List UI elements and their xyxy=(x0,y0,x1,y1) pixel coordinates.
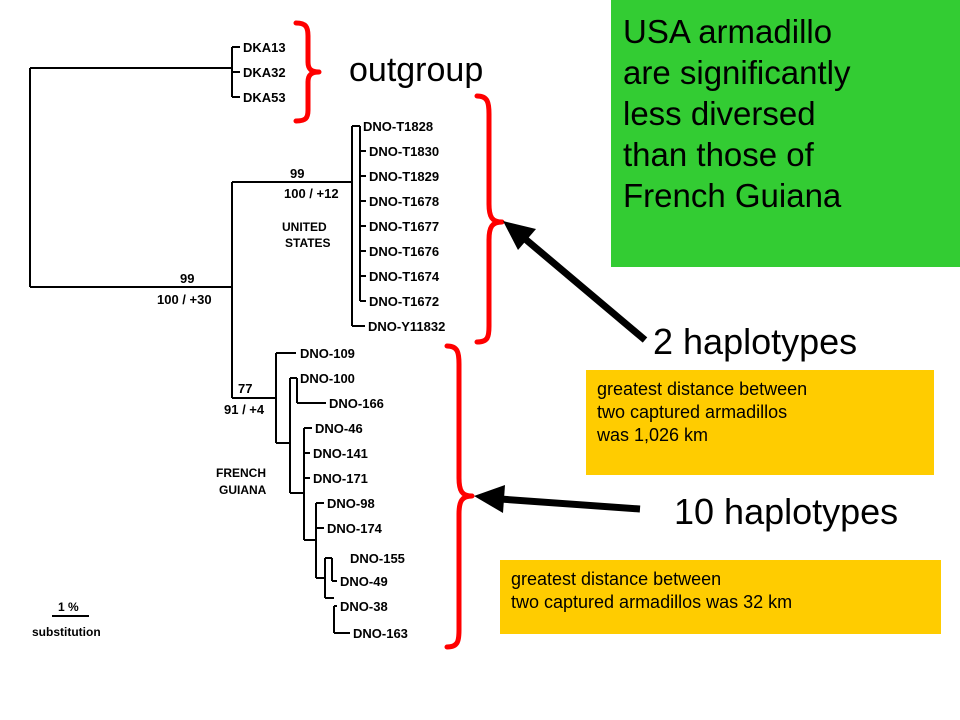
us-group-label-line1: UNITED xyxy=(282,220,327,234)
taxon-label: DNO-141 xyxy=(313,446,368,461)
fg-group-label-line1: FRENCH xyxy=(216,466,266,480)
us-arrow-head xyxy=(503,221,536,250)
outgroup-label: outgroup xyxy=(349,51,484,89)
note-line: two captured armadillos was 32 km xyxy=(511,592,793,612)
us-arrow xyxy=(503,221,648,343)
fg-taxa: DNO-109 DNO-100 DNO-166 DNO-46 DNO-141 D… xyxy=(300,346,408,641)
outgroup-bracket xyxy=(293,20,322,124)
root-support-bottom: 100 / +30 xyxy=(157,292,212,307)
taxon-label: DNO-174 xyxy=(327,521,383,536)
taxon-label: DNO-T1674 xyxy=(369,269,440,284)
fg-bracket xyxy=(444,343,475,650)
fg-distance-note: greatest distance between two captured a… xyxy=(500,560,941,634)
taxon-label: DNO-163 xyxy=(353,626,408,641)
note-line: two captured armadillos xyxy=(597,402,788,422)
us-taxa: DNO-T1828 DNO-T1830 DNO-T1829 DNO-T1678 … xyxy=(363,119,445,334)
taxon-label: DNO-109 xyxy=(300,346,355,361)
scale-label: substitution xyxy=(32,625,101,639)
fg-haplotype-count: 10 haplotypes xyxy=(674,491,899,532)
taxon-label: DNO-T1677 xyxy=(369,219,439,234)
scale-value: 1 % xyxy=(58,600,79,614)
us-support-bottom: 100 / +12 xyxy=(284,186,339,201)
us-support-top: 99 xyxy=(290,166,304,181)
taxon-label: DNO-T1828 xyxy=(363,119,433,134)
note-line: greatest distance between xyxy=(511,569,722,589)
taxon-label: DNO-T1829 xyxy=(369,169,439,184)
us-haplotype-count: 2 haplotypes xyxy=(653,321,858,362)
taxon-label: DKA53 xyxy=(243,90,286,105)
taxon-label: DNO-T1830 xyxy=(369,144,439,159)
conclusion-line: are significantly xyxy=(623,54,851,91)
fg-arrow-head xyxy=(474,485,505,513)
us-bracket xyxy=(474,93,505,345)
taxon-label: DNO-155 xyxy=(350,551,405,566)
taxon-label: DNO-46 xyxy=(315,421,363,436)
taxon-label: DKA32 xyxy=(243,65,286,80)
fg-support-bottom: 91 / +4 xyxy=(224,402,265,417)
root-support-top: 99 xyxy=(180,271,194,286)
us-distance-note: greatest distance between two captured a… xyxy=(586,370,934,475)
taxon-label: DNO-166 xyxy=(329,396,384,411)
taxon-label: DNO-49 xyxy=(340,574,388,589)
tree-branches xyxy=(29,46,366,634)
taxon-label: DNO-171 xyxy=(313,471,368,486)
conclusion-box: USA armadillo are significantly less div… xyxy=(611,0,960,267)
taxon-label: DNO-T1676 xyxy=(369,244,439,259)
conclusion-line: USA armadillo xyxy=(623,13,833,50)
conclusion-line: less diversed xyxy=(623,95,816,132)
conclusion-line: than those of xyxy=(623,136,814,173)
taxon-label: DKA13 xyxy=(243,40,286,55)
taxon-label: DNO-T1678 xyxy=(369,194,439,209)
fg-support-top: 77 xyxy=(238,381,252,396)
taxon-label: DNO-100 xyxy=(300,371,355,386)
conclusion-line: French Guiana xyxy=(623,177,842,214)
taxon-label: DNO-98 xyxy=(327,496,375,511)
outgroup-taxa: DKA13 DKA32 DKA53 xyxy=(243,40,286,105)
taxon-label: DNO-Y11832 xyxy=(368,319,445,334)
note-line: was 1,026 km xyxy=(597,425,709,445)
taxon-label: DNO-38 xyxy=(340,599,388,614)
fg-arrow xyxy=(474,485,641,513)
us-group-label-line2: STATES xyxy=(285,236,331,250)
note-line: greatest distance between xyxy=(597,379,808,399)
taxon-label: DNO-T1672 xyxy=(369,294,439,309)
fg-group-label-line2: GUIANA xyxy=(219,483,267,497)
